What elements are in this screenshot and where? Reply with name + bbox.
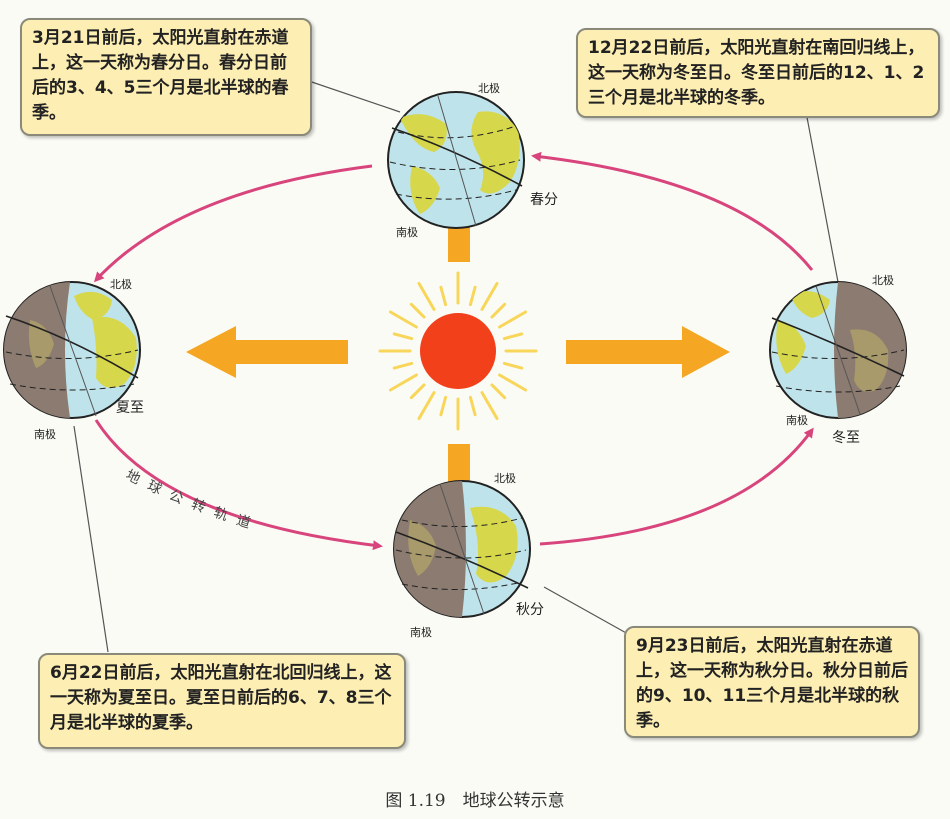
sun-ray	[480, 391, 499, 421]
south-pole-label-autumn: 南极	[410, 625, 432, 639]
earth-summer	[3, 281, 141, 419]
sunlight-arrow-right	[566, 326, 730, 378]
sunlight-arrow-down	[448, 444, 470, 488]
south-pole-label-summer: 南极	[34, 427, 56, 441]
sunlight-arrow-left	[186, 326, 348, 378]
sun-ray	[468, 285, 477, 307]
sun-ray	[480, 281, 499, 311]
north-pole-label-spring: 北极	[478, 81, 500, 95]
earth-autumn	[393, 480, 531, 618]
sun-ray	[502, 332, 524, 341]
note-autumn-equinox: 9月23日前后，太阳光直射在赤道上，这一天称为秋分日。秋分日前后的9、10、11…	[624, 626, 920, 738]
earth-winter	[769, 281, 907, 419]
sun-ray	[417, 391, 436, 421]
sun-ray	[392, 361, 414, 370]
earth-spring	[387, 91, 525, 229]
sun-ray	[439, 395, 448, 417]
orbit	[93, 151, 814, 551]
sun-rays	[378, 271, 538, 431]
figure-caption: 图 1.19 地球公转示意	[385, 791, 565, 811]
sun-ray	[490, 383, 507, 400]
sun-ray	[502, 361, 524, 370]
note-summer-solstice: 6月22日前后，太阳光直射在北回归线上，这一天称为夏至日。夏至日前后的6、7、8…	[38, 653, 406, 749]
sun-ray	[409, 302, 426, 319]
south-pole-label-spring: 南极	[396, 225, 418, 239]
note-spring-equinox: 3月21日前后，太阳光直射在赤道上，这一天称为春分日。春分日前后的3、4、5三个…	[20, 18, 312, 136]
north-pole-label-autumn: 北极	[494, 471, 516, 485]
leader-lines	[73, 77, 839, 653]
sun-ray	[417, 281, 436, 311]
sun-ray	[498, 373, 528, 392]
season-label-winter: 冬至	[832, 430, 860, 446]
note-winter-solstice: 12月22日前后，太阳光直射在南回归线上，这一天称为冬至日。冬至日前后的12、1…	[576, 28, 940, 118]
orbit-arc-autumn-to-winter	[539, 427, 814, 546]
orbit-label: 地球公转轨道	[123, 467, 262, 535]
sun-ray	[490, 302, 507, 319]
orbit-arc-summer-to-autumn	[94, 419, 383, 551]
orbit-arc-spring-to-summer	[93, 164, 373, 283]
season-label-spring: 春分	[530, 192, 558, 208]
sun-ray	[439, 285, 448, 307]
sun-ray	[468, 395, 477, 417]
season-label-summer: 夏至	[116, 400, 144, 416]
sun-ray	[388, 373, 418, 392]
south-pole-label-winter: 南极	[786, 413, 808, 427]
sun-ray	[498, 310, 528, 329]
orbit-arc-winter-to-spring	[531, 151, 814, 271]
sun	[420, 313, 496, 389]
sun-ray	[409, 383, 426, 400]
north-pole-label-winter: 北极	[872, 273, 894, 287]
season-label-autumn: 秋分	[516, 602, 544, 618]
sun-ray	[392, 332, 414, 341]
sun-ray	[388, 310, 418, 329]
north-pole-label-summer: 北极	[110, 277, 132, 291]
